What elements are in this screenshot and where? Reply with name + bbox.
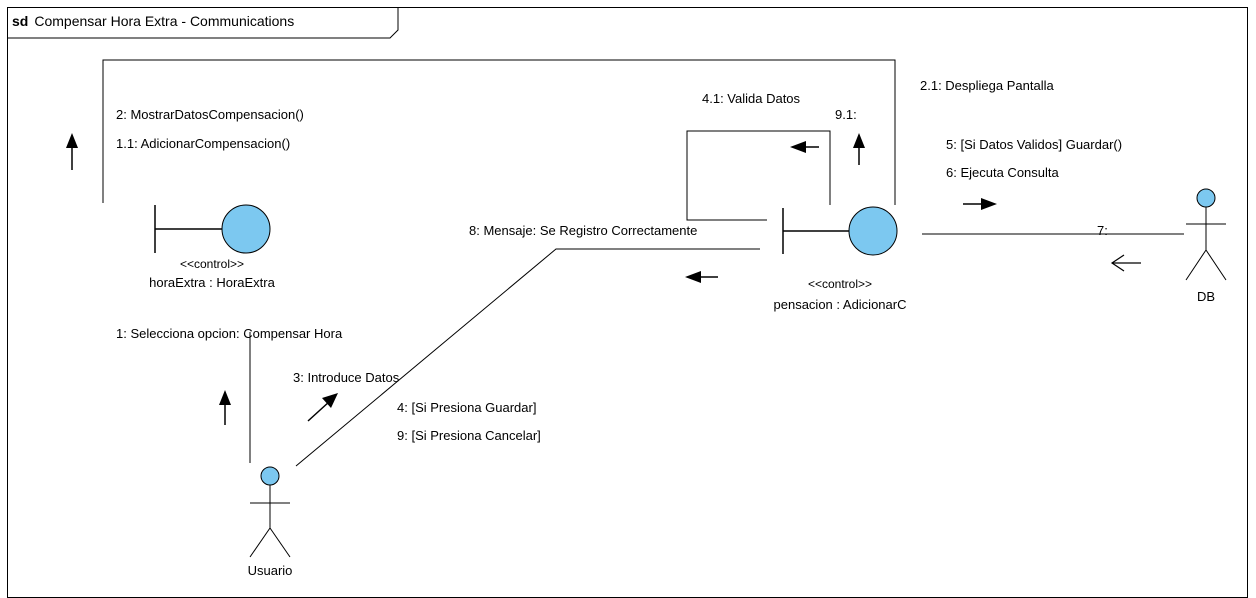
frame-border	[7, 7, 1248, 598]
message-2-1: 2.1: Despliega Pantalla	[920, 78, 1054, 93]
pensacion-stereotype: <<control>>	[807, 277, 873, 291]
db-name: DB	[1196, 289, 1216, 304]
message-4: 4: [Si Presiona Guardar]	[397, 400, 537, 415]
frame-keyword: sd	[12, 13, 29, 29]
link-usuario-pensacion	[295, 248, 760, 467]
arrow-up-1	[219, 390, 231, 425]
message-3: 3: Introduce Datos	[293, 370, 400, 385]
link-horaextra-pensacion	[102, 59, 896, 205]
message-9: 9: [Si Presiona Cancelar]	[397, 428, 541, 443]
arrow-right-5	[963, 198, 997, 210]
arrow-up-2	[66, 133, 78, 170]
frame-title: sd Compensar Hora Extra - Communications	[12, 13, 294, 29]
arrow-left-7	[1110, 254, 1141, 272]
frame-title-text: Compensar Hora Extra - Communications	[34, 13, 295, 29]
pensacion-name: pensacion : AdicionarC	[773, 297, 907, 312]
message-1: 1: Selecciona opcion: Compensar Hora	[116, 326, 343, 341]
frame-title-tab	[7, 7, 399, 39]
arrow-left-4-1	[790, 141, 819, 153]
control-horaextra-icon[interactable]	[154, 204, 271, 254]
message-4-1: 4.1: Valida Datos	[702, 91, 801, 106]
message-2: 2: MostrarDatosCompensacion()	[116, 107, 304, 122]
horaextra-stereotype: <<control>>	[179, 257, 245, 271]
message-6: 6: Ejecuta Consulta	[946, 165, 1059, 180]
arrow-up-9-1	[853, 133, 865, 165]
self-link-pensacion	[686, 130, 831, 221]
usuario-name: Usuario	[247, 563, 293, 578]
message-9-1: 9.1:	[835, 107, 857, 122]
arrow-diag-3	[307, 393, 338, 422]
actor-db-icon[interactable]	[1185, 188, 1227, 281]
message-8: 8: Mensaje: Se Registro Correctamente	[469, 223, 698, 238]
actor-usuario-icon[interactable]	[249, 466, 291, 558]
message-5: 5: [Si Datos Validos] Guardar()	[946, 137, 1123, 152]
horaextra-name: horaExtra : HoraExtra	[149, 275, 275, 290]
message-7: 7:	[1097, 223, 1108, 238]
message-1-1: 1.1: AdicionarCompensacion()	[116, 136, 291, 151]
arrow-left-8	[685, 271, 718, 283]
control-pensacion-icon[interactable]	[782, 206, 898, 256]
